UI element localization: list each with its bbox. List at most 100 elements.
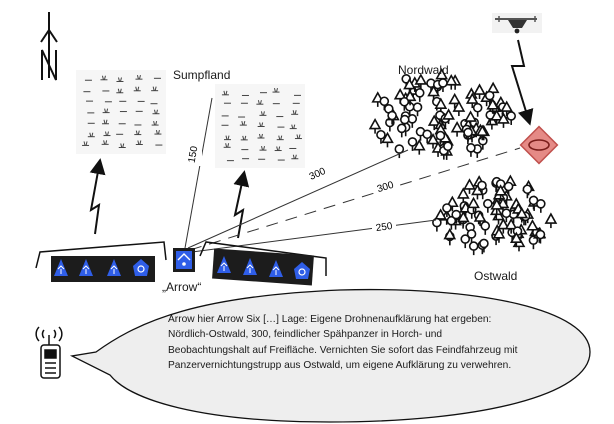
tree-icon <box>456 187 470 203</box>
tree-icon <box>490 198 504 214</box>
tree-icon <box>464 110 477 127</box>
forest-nordwald <box>368 67 516 160</box>
unit-symbol-icon <box>79 259 93 276</box>
drone-recon-arrow <box>510 39 534 126</box>
tree-icon <box>463 178 476 194</box>
tree-icon <box>471 183 484 200</box>
north-arrow-icon <box>40 12 58 81</box>
label-ostwald: Ostwald <box>474 269 518 283</box>
tree-icon <box>387 110 397 125</box>
tree-icon <box>394 144 405 159</box>
tree-icon <box>427 84 440 101</box>
arrow-unit-symbol-icon <box>173 248 195 272</box>
distance-line-north <box>184 97 213 249</box>
label-sumpfland: Sumpfland <box>173 68 231 82</box>
distance-line-nordwald <box>187 149 409 249</box>
tree-icon <box>472 102 483 117</box>
tree-icon <box>438 78 448 92</box>
tree-icon <box>443 227 457 244</box>
tree-icon <box>504 218 518 234</box>
tree-icon <box>381 131 394 148</box>
swamp-area-right <box>215 84 305 168</box>
tree-icon <box>448 92 462 109</box>
tree-icon <box>484 90 495 105</box>
tree-icon <box>414 88 425 102</box>
tree-icon <box>490 109 504 125</box>
label-nordwald: Nordwald <box>398 63 449 77</box>
distance-line-ostwald <box>191 219 437 253</box>
distance-label-target: 300 <box>376 180 396 196</box>
tree-icon <box>522 184 533 199</box>
tree-icon <box>501 208 512 223</box>
tree-icon <box>414 73 428 89</box>
tree-icon <box>446 215 457 230</box>
tree-icon <box>426 132 440 149</box>
movement-arrow-right <box>233 170 250 239</box>
tree-icon <box>468 241 479 256</box>
enemy-vehicle-icon <box>519 125 559 165</box>
tree-icon <box>427 114 441 131</box>
tree-icon <box>466 229 477 243</box>
unit-symbol-icon <box>269 260 283 277</box>
message-bubble <box>69 288 591 423</box>
tree-icon <box>483 198 493 213</box>
unit-symbol-icon <box>107 259 121 276</box>
tree-icon <box>435 130 446 145</box>
tree-icon <box>399 96 410 111</box>
tree-icon <box>412 139 426 155</box>
tree-icon <box>500 100 514 117</box>
tree-icon <box>536 199 546 213</box>
tree-icon <box>535 229 546 244</box>
tree-icon <box>450 121 464 137</box>
tree-icon <box>403 77 416 94</box>
radio-icon <box>35 326 63 379</box>
tree-icon <box>480 221 491 235</box>
tree-icon <box>497 112 510 128</box>
tree-icon <box>544 212 558 229</box>
distance-label-ostwald: 250 <box>375 221 393 234</box>
movement-arrow-left <box>89 158 106 235</box>
tree-icon <box>376 129 386 144</box>
unit-symbol-icon <box>54 259 68 276</box>
unit-symbol-icon <box>294 262 310 279</box>
tree-icon <box>466 143 476 157</box>
tree-icon <box>479 238 489 253</box>
tree-icon <box>467 196 480 213</box>
tree-icon <box>451 209 462 224</box>
unit-symbol-icon <box>217 256 231 273</box>
distance-line-target <box>189 147 521 251</box>
tree-icon <box>460 234 471 249</box>
swamp-area-left <box>76 70 166 154</box>
tree-icon <box>422 129 432 144</box>
tree-icon <box>368 117 382 134</box>
tree-icon <box>463 127 473 142</box>
unit-symbol-icon <box>243 258 257 275</box>
tree-icon <box>515 206 529 223</box>
tree-icon <box>496 217 510 234</box>
tree-icon <box>442 108 455 124</box>
tree-icon <box>456 210 470 227</box>
tree-icon <box>492 227 506 243</box>
unit-symbol-icon <box>133 259 149 276</box>
tree-icon <box>403 89 417 106</box>
forest-ostwald <box>432 174 558 256</box>
unit-group-right <box>199 241 327 286</box>
tree-icon <box>473 210 487 226</box>
tree-icon <box>452 100 466 117</box>
tree-icon <box>526 219 539 235</box>
drone-icon <box>492 13 542 34</box>
tree-icon <box>473 83 486 100</box>
tree-icon <box>442 203 452 218</box>
label-arrow-unit: „Arrow“ <box>162 280 202 294</box>
tree-icon <box>494 184 507 200</box>
tree-icon <box>396 123 407 138</box>
unit-group-left <box>35 241 167 282</box>
tree-icon <box>465 92 479 109</box>
tree-icon <box>445 195 459 212</box>
tree-icon <box>477 180 487 195</box>
tree-icon <box>475 124 489 141</box>
tree-icon <box>379 96 390 111</box>
radio-message-text: Arrow hier Arrow Six […] Lage: Eigene Dr… <box>168 314 518 371</box>
tree-icon <box>443 141 453 156</box>
